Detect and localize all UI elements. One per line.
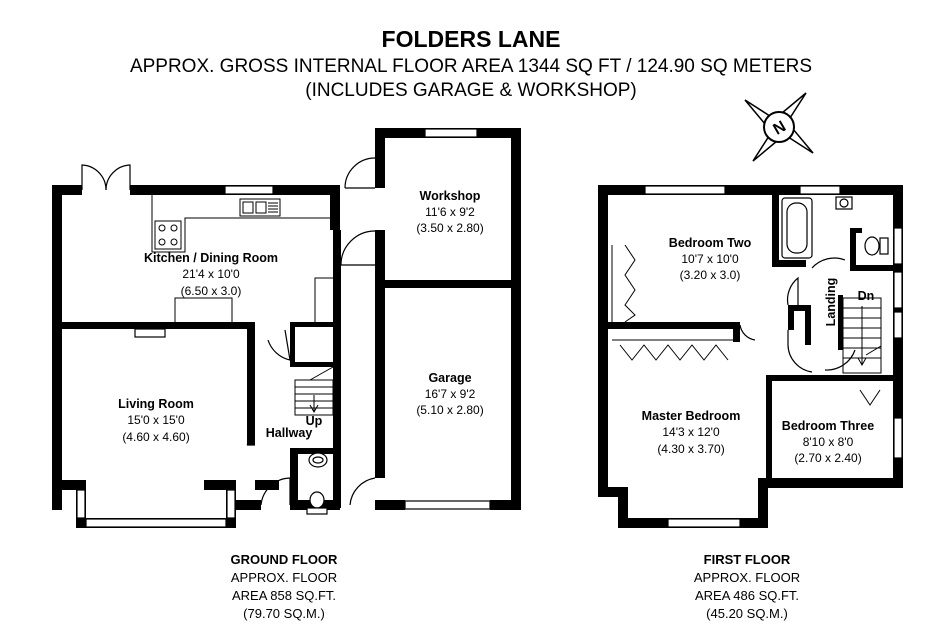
first-floor-windows (644, 185, 903, 528)
ground-floor-area-line1: APPROX. FLOOR (231, 570, 337, 585)
page-title: FOLDERS LANE (381, 26, 561, 52)
workshop-metric: (3.50 x 2.80) (416, 221, 483, 235)
workshop-imperial: 11'6 x 9'2 (425, 205, 475, 219)
garage-metric: (5.10 x 2.80) (416, 403, 483, 417)
staircase-up-icon (294, 366, 334, 416)
hallway-label: Hallway (266, 426, 313, 440)
bathroom-fittings-icon (781, 196, 889, 259)
compass-icon: N (744, 92, 814, 162)
living-room-metric: (4.60 x 4.60) (122, 430, 189, 444)
ground-floor-caption: GROUND FLOOR APPROX. FLOOR AREA 858 SQ.F… (231, 552, 338, 621)
bedroom-three-label: Bedroom Three (782, 419, 874, 433)
bedroom-three-metric: (2.70 x 2.40) (794, 451, 861, 465)
first-floor-doors (739, 257, 856, 373)
garage-imperial: 16'7 x 9'2 (425, 387, 476, 401)
first-floor-area-line1: APPROX. FLOOR (694, 570, 800, 585)
garage-label: Garage (428, 371, 471, 385)
ground-wc-icon (306, 452, 328, 515)
living-room-label: Living Room (118, 397, 194, 411)
wardrobes (611, 244, 881, 406)
bedroom-three-imperial: 8'10 x 8'0 (803, 435, 854, 449)
kitchen-imperial: 21'4 x 10'0 (182, 267, 240, 281)
ground-floor-title: GROUND FLOOR (231, 552, 338, 567)
kitchen-metric: (6.50 x 3.0) (181, 284, 242, 298)
stairs-up-label: Up (306, 414, 323, 428)
fireplace-icon (134, 328, 166, 338)
first-floor-area-line3: (45.20 SQ.M.) (706, 606, 788, 621)
master-bedroom-metric: (4.30 x 3.70) (657, 442, 724, 456)
ground-floor-walls (52, 128, 521, 528)
ground-floor-windows (76, 128, 491, 528)
bedroom-two-metric: (3.20 x 3.0) (680, 268, 741, 282)
first-floor-caption: FIRST FLOOR APPROX. FLOOR AREA 486 SQ.FT… (694, 552, 800, 621)
ground-floor-labels: Kitchen / Dining Room 21'4 x 10'0 (6.50 … (118, 189, 484, 444)
living-room-imperial: 15'0 x 15'0 (127, 413, 185, 427)
first-floor-labels: Bedroom Two 10'7 x 10'0 (3.20 x 3.0) Mas… (642, 236, 875, 465)
ground-floor-doors (81, 157, 376, 506)
bedroom-two-label: Bedroom Two (669, 236, 752, 250)
staircase-down-icon (842, 297, 882, 374)
ground-floor-area-line2: AREA 858 SQ.FT. (232, 588, 336, 603)
kitchen-worktops (151, 195, 333, 322)
master-bedroom-imperial: 14'3 x 12'0 (662, 425, 720, 439)
bedroom-two-imperial: 10'7 x 10'0 (681, 252, 739, 266)
ground-floor-area-line3: (79.70 SQ.M.) (243, 606, 325, 621)
landing-label: Landing (824, 278, 838, 327)
first-floor-area-line2: AREA 486 SQ.FT. (695, 588, 799, 603)
gross-area-line: APPROX. GROSS INTERNAL FLOOR AREA 1344 S… (129, 56, 813, 77)
workshop-label: Workshop (420, 189, 481, 203)
master-bedroom-label: Master Bedroom (642, 409, 741, 423)
first-floor-title: FIRST FLOOR (704, 552, 791, 567)
stairs-down-label: Dn (858, 289, 875, 303)
includes-note: (INCLUDES GARAGE & WORKSHOP) (305, 80, 637, 101)
kitchen-label: Kitchen / Dining Room (144, 251, 278, 265)
